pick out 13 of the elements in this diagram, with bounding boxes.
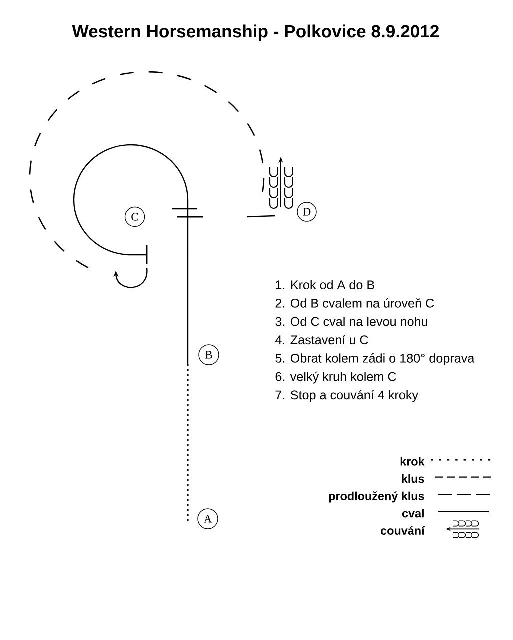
list-item: 2. Od B cvalem na úroveň C — [276, 298, 434, 308]
legend-label: couvání — [381, 526, 426, 535]
legend-label: klus — [402, 474, 424, 484]
list-item: 6. velký kruh kolem C — [276, 372, 396, 384]
legend-label: prodloužený klus — [329, 492, 424, 503]
legend-label: cval — [402, 509, 424, 518]
legend-label: krok — [400, 457, 425, 466]
list-item: 5. Obrat kolem zádi o 180° doprava — [276, 354, 475, 366]
list-item: 1. Krok od A do B — [276, 280, 374, 290]
list-item: 4. Zastavení u C — [275, 335, 368, 345]
title: Western Horsemanship - Polkovice 8.9.2012 — [72, 24, 439, 42]
list-item: 3. Od C cval na levou nohu — [276, 316, 428, 326]
list-item: 7. Stop a couvání 4 kroky — [276, 390, 418, 402]
